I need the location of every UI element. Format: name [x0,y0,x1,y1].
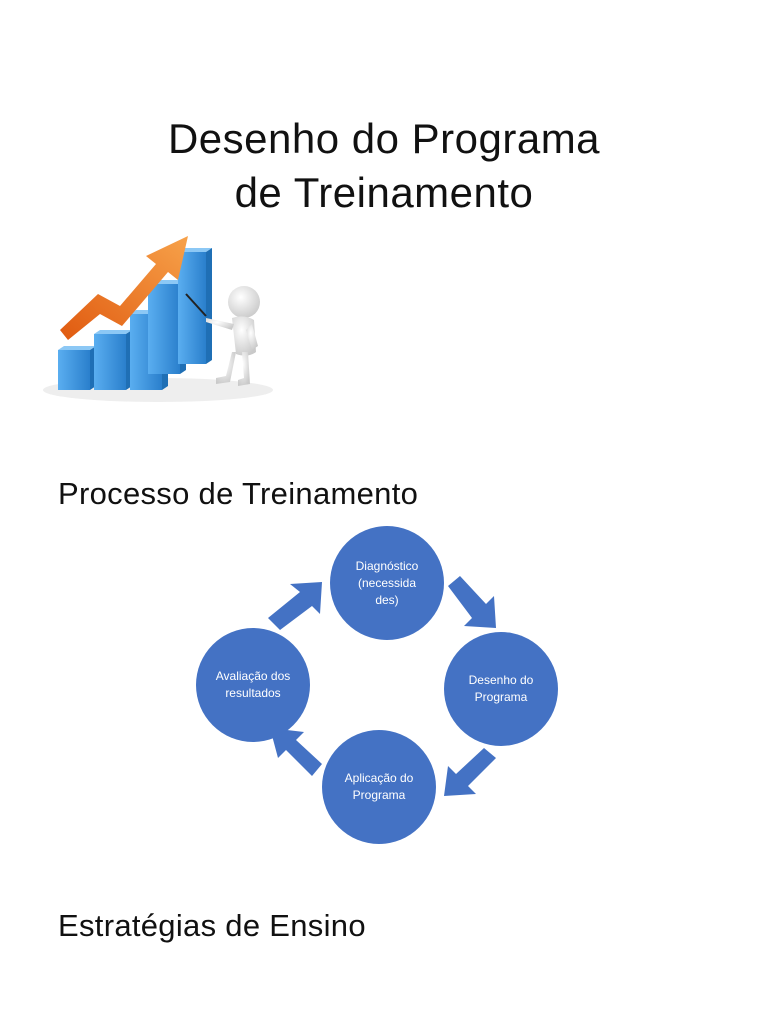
section-heading-strategies: Estratégias de Ensino [58,908,366,943]
training-process-cycle: Diagnóstico (necessida des) Desenho do P… [190,520,570,850]
title-line-1: Desenho do Programa [167,115,601,162]
arrow-left-up [270,728,322,776]
page-title: Desenho do Programa de Treinamento [0,112,768,220]
bar-5 [178,248,212,364]
node-label: Diagnóstico (necessida des) [355,558,419,607]
node-label: Aplicação do Programa [344,771,414,802]
section-heading-process: Processo de Treinamento [58,476,419,511]
node-label: Desenho do Programa [468,673,534,704]
node-label: Avaliação dos resultados [215,669,291,700]
arrow-left-down [444,748,496,796]
cycle-node-diagnostico: Diagnóstico (necessida des) [330,526,444,640]
presenter-figure [206,286,260,386]
bar-1 [58,346,96,390]
cycle-node-desenho: Desenho do Programa [444,632,558,746]
arrow-right-up [268,582,322,630]
arrow-right-down [448,576,496,628]
bar-2 [94,330,132,390]
cycle-node-aplicacao: Aplicação do Programa [322,730,436,844]
cycle-arrows [268,576,496,796]
growth-arrow [60,236,188,340]
growth-chart-presenter-icon [38,222,278,404]
title-line-2: de Treinamento [234,169,534,216]
cycle-node-avaliacao: Avaliação dos resultados [196,628,310,742]
